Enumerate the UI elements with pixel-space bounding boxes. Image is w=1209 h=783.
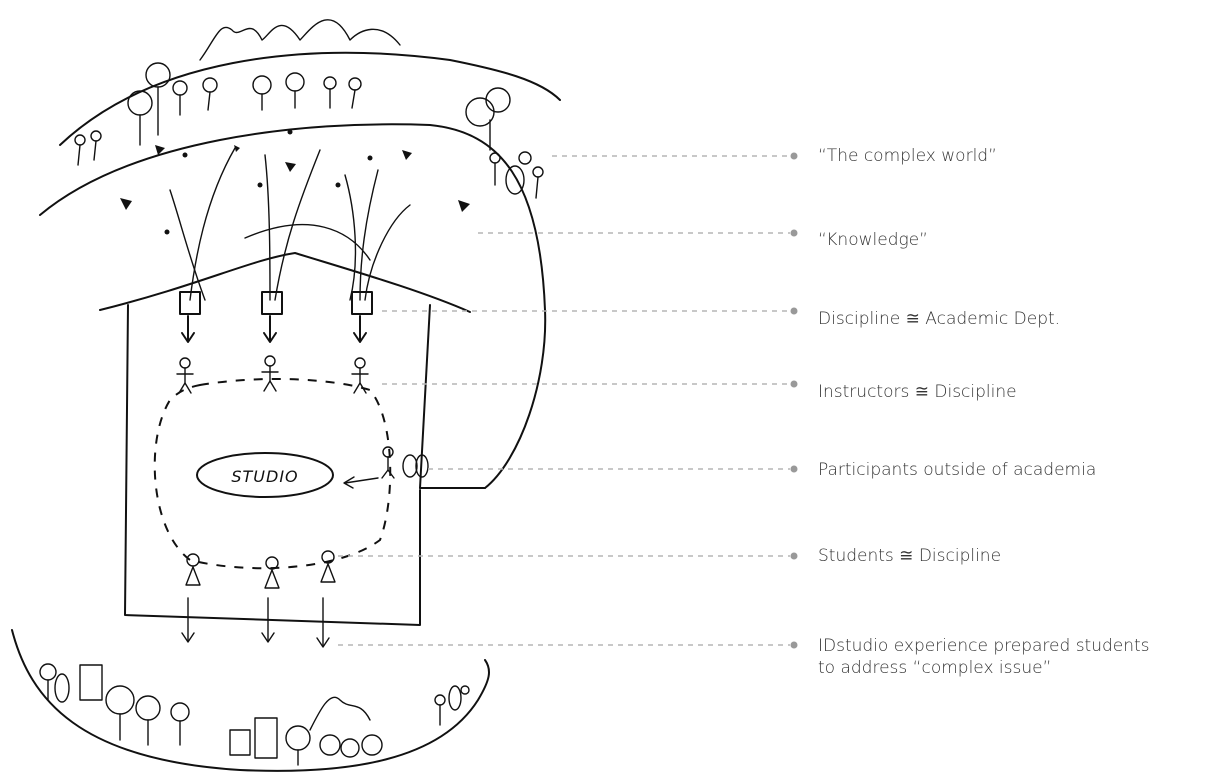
label-instructors: Instructors ≅ Discipline [818, 381, 1017, 403]
leader-lines [338, 153, 798, 649]
bottom-city [40, 664, 469, 765]
label-idstudio-line2: to address “complex issue” [818, 657, 1051, 679]
label-complex-world: “The complex world” [818, 145, 997, 167]
label-idstudio-line1: IDstudio experience prepared students [818, 635, 1150, 657]
studio-label: STUDIO [231, 467, 298, 486]
outside-participants [344, 447, 428, 488]
discipline-boxes [180, 292, 372, 342]
label-discipline: Discipline ≅ Academic Dept. [818, 308, 1060, 330]
academia-building [125, 305, 430, 625]
label-participants: Participants outside of academia [818, 459, 1096, 481]
roof [100, 253, 470, 312]
label-knowledge: “Knowledge” [818, 229, 928, 251]
label-students: Students ≅ Discipline [818, 545, 1001, 567]
instructors [177, 356, 368, 393]
